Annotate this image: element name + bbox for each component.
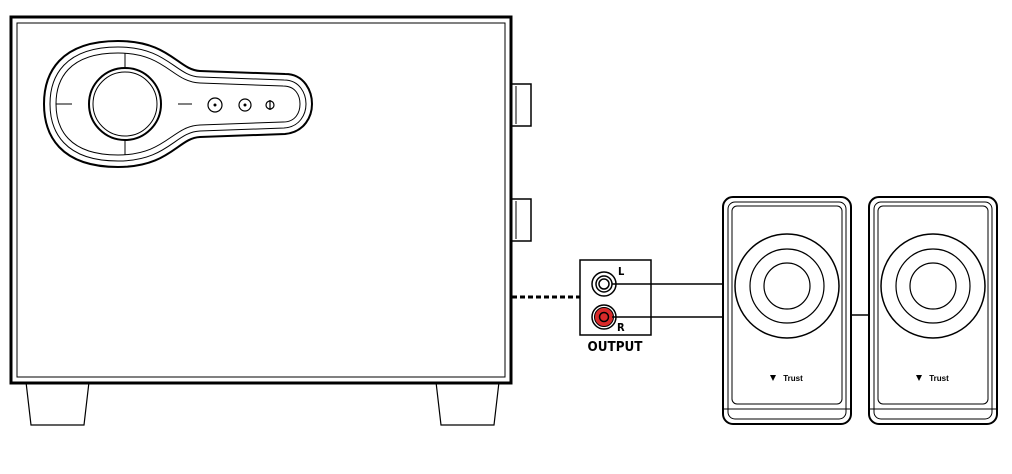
volume-dial — [88, 67, 162, 141]
speaker-brand-logo: Trust — [783, 374, 803, 383]
output-panel: L R OUTPUT — [579, 259, 652, 355]
subwoofer-foot-right — [435, 381, 500, 426]
woofer-icon — [880, 233, 986, 339]
subwoofer — [9, 15, 532, 426]
side-knob-top — [510, 83, 532, 127]
output-label: OUTPUT — [588, 340, 643, 355]
trust-logo-icon — [770, 375, 776, 381]
left-channel-label: L — [618, 265, 625, 278]
left-output-jack — [591, 271, 617, 297]
side-knob-bottom — [510, 198, 532, 242]
speaker-brand-logo: Trust — [929, 374, 949, 383]
subwoofer-foot-left — [25, 381, 90, 426]
right-speaker: Trust — [868, 196, 998, 425]
left-speaker: Trust — [722, 196, 852, 425]
right-channel-label: R — [617, 321, 625, 334]
trust-logo-icon — [916, 375, 922, 381]
woofer-icon — [734, 233, 840, 339]
led-indicator-icon — [238, 98, 252, 112]
power-icon — [265, 100, 275, 110]
led-indicator-icon — [207, 97, 223, 113]
control-panel — [42, 39, 314, 169]
